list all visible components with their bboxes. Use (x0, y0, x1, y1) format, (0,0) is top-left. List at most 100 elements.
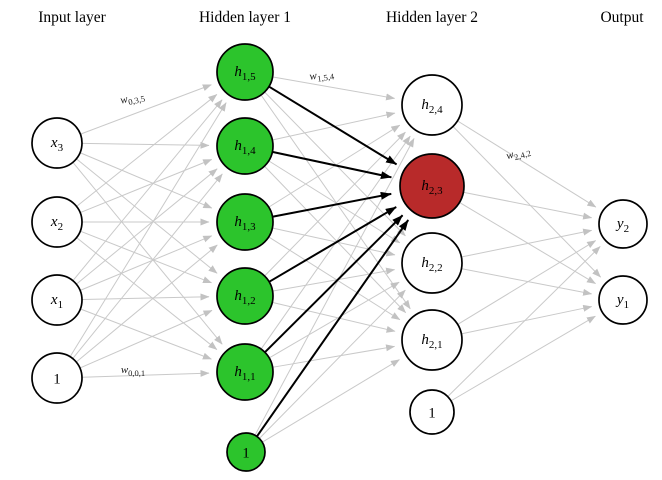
node-in_bias[interactable]: 1 (31, 352, 83, 404)
node-label: h1,5 (234, 64, 256, 83)
edge (447, 246, 601, 397)
edge (264, 92, 406, 237)
edge (451, 315, 596, 402)
node-label: x3 (50, 135, 64, 154)
node-circle (409, 389, 455, 435)
edge (80, 235, 213, 291)
edge (82, 293, 210, 301)
node-circle (401, 74, 463, 136)
edge (82, 141, 210, 149)
node-label: 1 (242, 446, 250, 462)
node-label: h1,4 (234, 138, 256, 157)
weight-label-w242: w2,4,2 (505, 144, 532, 164)
edge (268, 160, 401, 244)
node-h13[interactable]: h1,3 (216, 193, 274, 251)
node-label: h1,2 (234, 288, 255, 307)
node-circle (216, 193, 274, 251)
edge (457, 240, 597, 325)
layer-title: Hidden layer 2 (386, 9, 478, 26)
edge-highlight (268, 85, 398, 166)
node-circle (216, 267, 274, 325)
nodes: x3 x2 x1 1 h1,5 h1,4 h1,3 h1,2 h1,1 1 h2,4 h2,3 h2,2… (31, 43, 648, 472)
node-label: h1,3 (234, 214, 256, 233)
node-label: h2,4 (421, 97, 443, 116)
node-h23[interactable]: h2,3 (399, 153, 465, 219)
edge-highlight (264, 214, 404, 353)
layer-title: Output (600, 9, 644, 26)
edge (76, 158, 218, 274)
node-h21[interactable]: h2,1 (401, 309, 463, 371)
node-h14[interactable]: h1,4 (216, 117, 274, 175)
node-label: 1 (428, 406, 436, 422)
node-y2[interactable]: y2 (598, 199, 648, 249)
edge (76, 244, 218, 363)
node-h1_bias[interactable]: 1 (226, 432, 266, 472)
node-circle (216, 43, 274, 101)
edge (461, 268, 593, 296)
edge (80, 308, 212, 360)
node-label: h2,1 (421, 332, 442, 351)
edge (264, 166, 406, 314)
node-label: h2,3 (421, 178, 443, 197)
edge (272, 76, 396, 101)
node-h15[interactable]: h1,5 (216, 43, 274, 101)
edge (76, 168, 218, 285)
edge (254, 138, 415, 436)
node-circle (216, 343, 274, 401)
edge (82, 369, 210, 378)
node-circle (598, 199, 648, 249)
node-label: x1 (50, 292, 63, 311)
edge-highlight (256, 219, 410, 437)
node-x2[interactable]: x2 (31, 196, 83, 248)
edge (76, 94, 218, 207)
node-h11[interactable]: h1,1 (216, 343, 274, 401)
edge (272, 267, 396, 292)
edge (72, 162, 223, 345)
edge (69, 102, 227, 357)
edge (76, 237, 218, 350)
node-h12[interactable]: h1,2 (216, 267, 274, 325)
weight-label-w035: w0,3,5 (119, 89, 146, 108)
node-label: y2 (615, 216, 629, 235)
edge (463, 191, 593, 220)
weight-labels: w0,3,5 w0,0,1 w1,5,4 w2,4,2 (119, 67, 532, 378)
node-x1[interactable]: x1 (31, 274, 83, 326)
node-label: h1,1 (234, 364, 255, 383)
edge (262, 359, 400, 443)
node-h2_bias[interactable]: 1 (409, 389, 455, 435)
edge (457, 120, 597, 208)
edge (72, 99, 223, 281)
edge (80, 152, 213, 209)
node-label: y1 (615, 292, 629, 311)
node-circle (399, 153, 465, 219)
node-x3[interactable]: x3 (31, 117, 83, 169)
edge (259, 289, 406, 439)
edge (272, 227, 396, 257)
node-circle (216, 117, 274, 175)
node-y1[interactable]: y1 (598, 275, 648, 325)
edge (273, 344, 396, 368)
edge-highlight (269, 206, 397, 283)
weight-label-w154: w1,5,4 (309, 67, 336, 85)
edge (80, 309, 213, 369)
layer-title: Hidden layer 1 (199, 9, 291, 26)
edge (72, 173, 223, 359)
node-circle (31, 117, 83, 169)
edge (269, 281, 400, 359)
edge (272, 302, 396, 333)
edge (268, 236, 401, 321)
node-label: 1 (53, 372, 61, 388)
node-circle (226, 432, 266, 472)
edges-faint (69, 76, 601, 443)
edge (80, 159, 213, 213)
node-circle (31, 274, 83, 326)
node-h24[interactable]: h2,4 (401, 74, 463, 136)
node-h22[interactable]: h2,2 (401, 232, 463, 294)
weight-label-w001: w0,0,1 (121, 364, 145, 378)
node-circle (401, 232, 463, 294)
edge (461, 228, 593, 258)
edge (80, 84, 212, 135)
